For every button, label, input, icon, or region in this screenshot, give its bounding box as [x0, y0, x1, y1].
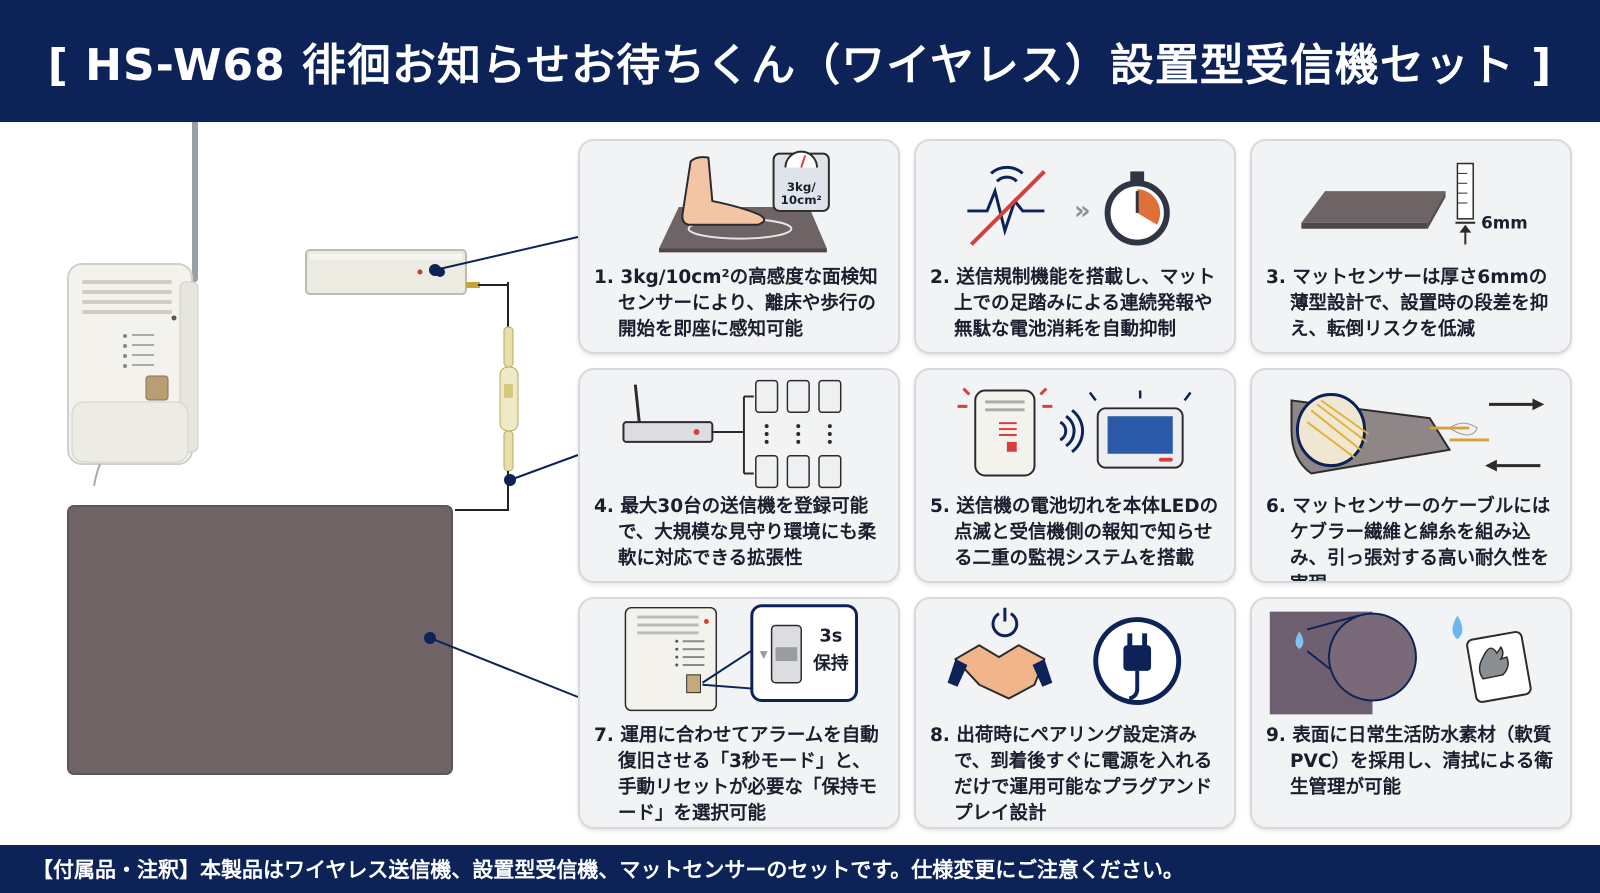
svg-text:10cm²: 10cm²: [781, 193, 822, 207]
feature-text: 6. マットセンサーのケーブルにはケブラー繊維と綿糸を組み込み、引っ張対する高い…: [1266, 496, 1551, 581]
feature-card-6: 6. マットセンサーのケーブルにはケブラー繊維と綿糸を組み込み、引っ張対する高い…: [1250, 368, 1572, 583]
kevlar-cable-icon: [1290, 393, 1545, 475]
waterproof-pvc-icon: [1269, 611, 1532, 715]
footer-note: 【付属品・注釈】本製品はワイヤレス送信機、設置型受信機、マットセンサーのセットで…: [32, 858, 1184, 882]
title-bar: [ HS-W68 徘徊お知らせお待ちくん（ワイヤレス）設置型受信機セット ]: [0, 0, 1600, 122]
feature-text: 1. 3kg/10cm²の高感度な面検知センサーにより、離床や歩行の開始を即座に…: [594, 267, 878, 340]
thin-mat-6mm-icon: 6mm: [1301, 162, 1528, 245]
svg-text:6mm: 6mm: [1481, 213, 1528, 233]
feature-card-2: » 2. 送信規制機能を搭載し、マット上での足踏みによる連続発報や無駄な電池消耗…: [914, 139, 1236, 354]
feature-text: 9. 表面に日常生活防水素材（軟質PVC）を採用し、清拭による衛生管理が可能: [1266, 725, 1553, 798]
feature-card-1: 3kg/ 10cm² 1. 3kg/10cm²の高感度な面検知センサーにより、離…: [578, 139, 900, 354]
feature-card-9: 9. 表面に日常生活防水素材（軟質PVC）を採用し、清拭による衛生管理が可能: [1250, 597, 1572, 829]
product-illustration: [0, 107, 580, 845]
feature-text: 4. 最大30台の送信機を登録可能で、大規模な見守り環境にも柔軟に対応できる拡張…: [594, 496, 877, 569]
router-multi-transmitter-icon: [622, 379, 842, 489]
foot-on-mat-scale-icon: 3kg/ 10cm²: [659, 150, 830, 253]
switch-3s-hold-icon: 3s 保持: [624, 604, 859, 712]
svg-text:3s: 3s: [819, 626, 842, 646]
receiver-monitor-alert-icon: [957, 387, 1192, 477]
svg-text:保持: 保持: [812, 652, 849, 674]
feature-card-7: 3s 保持 7. 運用に合わせてアラームを自動復旧させる「3秒モード」と、手動リ…: [578, 597, 900, 829]
receiver-unit: [67, 263, 199, 487]
feature-text: 5. 送信機の電池切れを本体LEDの点滅と受信機側の報知で知らせる二重の監視シス…: [930, 496, 1219, 569]
feature-card-8: 8. 出荷時にペアリング設定済みで、到着後すぐに電源を入れるだけで運用可能なプラ…: [914, 597, 1236, 829]
wireless-transmitter: [305, 249, 480, 295]
feature-text: 8. 出荷時にペアリング設定済みで、到着後すぐに電源を入れるだけで運用可能なプラ…: [930, 725, 1213, 824]
feature-text: 3. マットセンサーは厚さ6mmの薄型設計で、設置時の段差を抑え、転倒リスクを低…: [1266, 267, 1549, 340]
feature-card-5: 5. 送信機の電池切れを本体LEDの点滅と受信機側の報知で知らせる二重の監視シス…: [914, 368, 1236, 583]
footer-bar: 【付属品・注釈】本製品はワイヤレス送信機、設置型受信機、マットセンサーのセットで…: [0, 845, 1600, 893]
page-title: [ HS-W68 徘徊お知らせお待ちくん（ワイヤレス）設置型受信機セット ]: [47, 40, 1553, 91]
feature-text: 7. 運用に合わせてアラームを自動復旧させる「3秒モード」と、手動リセットが必要…: [594, 725, 879, 824]
mat-sensor: [67, 505, 453, 775]
feature-card-3: 6mm 3. マットセンサーは厚さ6mmの薄型設計で、設置時の段差を抑え、転倒リ…: [1250, 139, 1572, 354]
svg-text:3kg/: 3kg/: [787, 180, 817, 194]
feature-text: 2. 送信規制機能を搭載し、マット上での足踏みによる連続発報や無駄な電池消耗を自…: [930, 267, 1216, 340]
svg-text:»: »: [1074, 196, 1091, 226]
signal-limit-timer-icon: »: [967, 165, 1170, 246]
antenna: [192, 112, 198, 282]
handshake-power-plug-icon: [947, 607, 1182, 705]
feature-card-4: 4. 最大30台の送信機を登録可能で、大規模な見守り環境にも柔軟に対応できる拡張…: [578, 368, 900, 583]
product-set-image: [67, 107, 579, 775]
